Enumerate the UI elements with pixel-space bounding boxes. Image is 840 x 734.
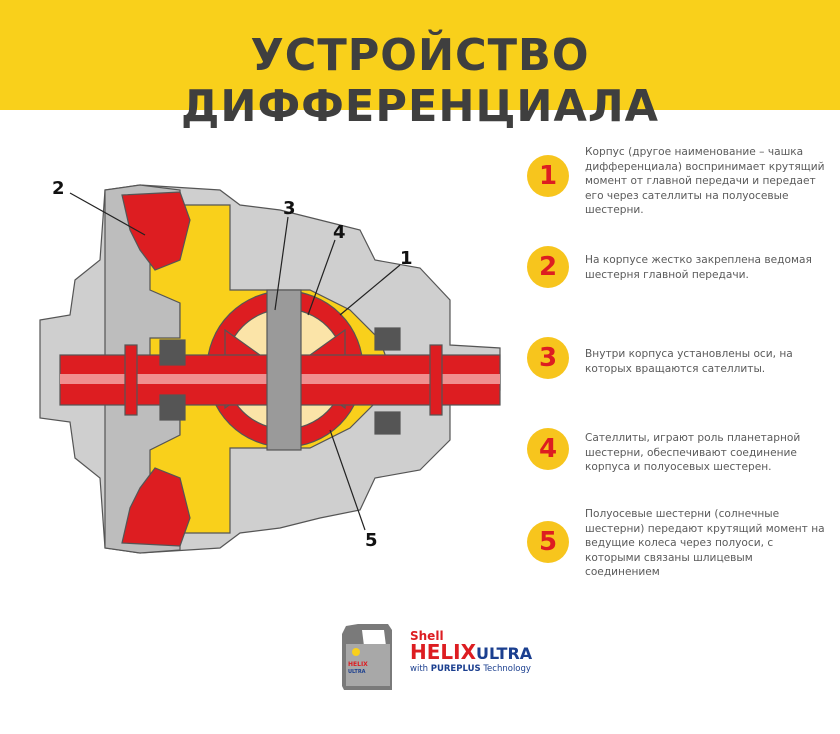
callout-2: 2	[52, 178, 65, 199]
svg-text:ULTRA: ULTRA	[348, 669, 366, 675]
legend-text: Корпус (другое наименование – чашка дифф…	[585, 146, 825, 216]
brand-pureplus: PUREPLUS	[430, 664, 481, 674]
ring-gear-top	[121, 191, 191, 271]
legend-text: Сателлиты, играют роль планетарной шесте…	[585, 432, 801, 473]
callout-4: 4	[333, 222, 346, 243]
number-badge: 3	[527, 337, 569, 379]
number-badge: 1	[527, 155, 569, 197]
differential-cutaway-diagram: 2 3 4 1 5	[39, 178, 501, 554]
callout-1: 1	[400, 248, 413, 269]
callout-5: 5	[365, 530, 378, 551]
satellite-pin	[266, 289, 302, 451]
page-title: УСТРОЙСТВО ДИФФЕРЕНЦИАЛА	[180, 30, 659, 132]
legend-text: Внутри корпуса установлены оси, на котор…	[585, 348, 793, 375]
callout-3: 3	[283, 198, 296, 219]
header-banner	[0, 0, 840, 110]
number-badge: 4	[527, 428, 569, 470]
brand-shell: Shell	[410, 629, 444, 643]
brand-ultra: ULTRA	[476, 644, 533, 663]
legend-text: На корпусе жестко закреплена ведомая шес…	[585, 254, 812, 281]
legend-text: Полуосевые шестерни (солнечные шестерни)…	[585, 508, 825, 578]
shell-helix-ultra-logo: Shell HELIXULTRA with PUREPLUS Technolog…	[410, 630, 532, 674]
oil-bottle-image: HELIX ULTRA	[342, 624, 392, 690]
brand-with: with	[410, 664, 429, 674]
number-badge: 5	[527, 521, 569, 563]
svg-text:HELIX: HELIX	[348, 661, 368, 668]
number-badge: 2	[527, 246, 569, 288]
brand-helix: HELIX	[410, 640, 477, 664]
ring-gear-bottom	[121, 467, 191, 547]
brand-technology: Technology	[483, 664, 531, 674]
